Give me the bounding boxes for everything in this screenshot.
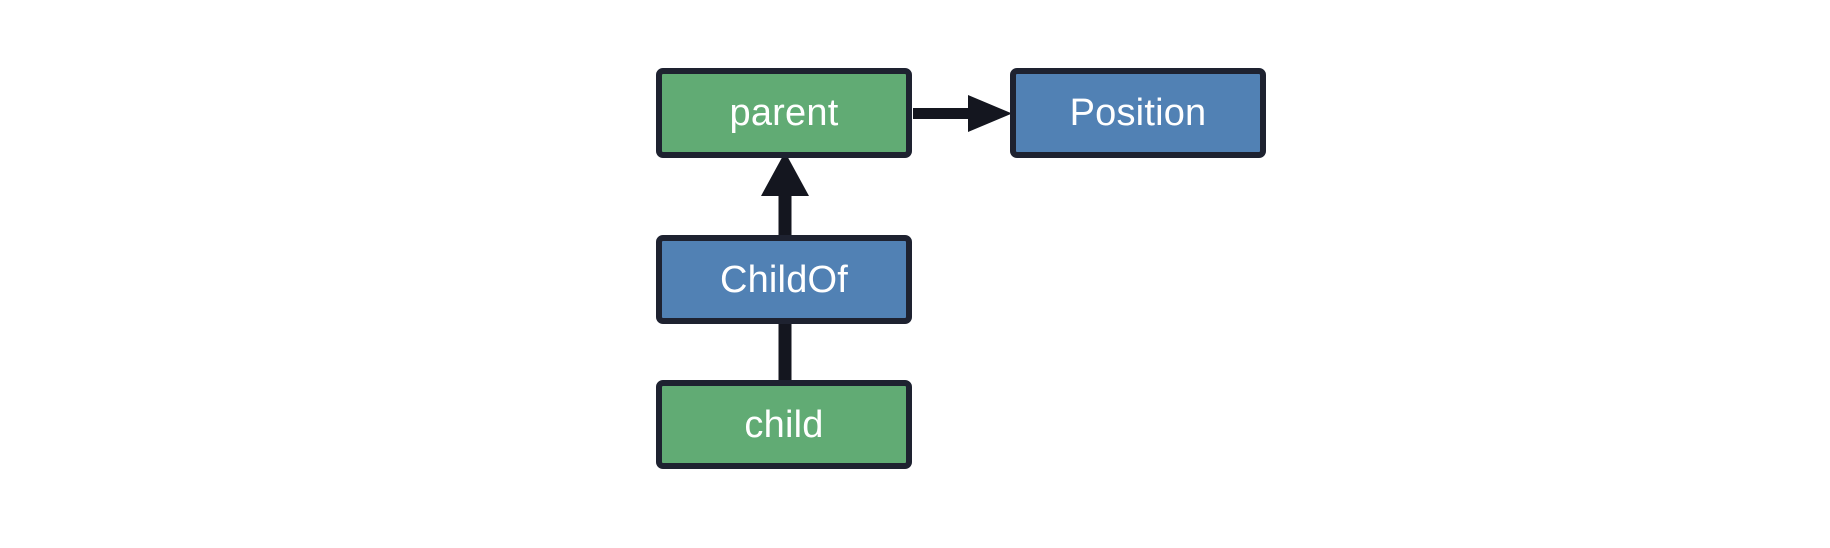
edge-childof-to-parent <box>761 152 809 236</box>
node-position-label: Position <box>1069 92 1207 134</box>
node-child-label: child <box>744 403 824 446</box>
node-parent[interactable]: parent <box>656 68 912 158</box>
node-parent-label: parent <box>729 92 839 134</box>
node-position[interactable]: Position <box>1010 68 1266 158</box>
node-child[interactable]: child <box>656 380 912 469</box>
edge-childof-to-child <box>778 322 792 382</box>
edge-parent-to-position <box>913 95 1012 132</box>
node-childof[interactable]: ChildOf <box>656 235 912 324</box>
node-childof-label: ChildOf <box>719 258 849 301</box>
